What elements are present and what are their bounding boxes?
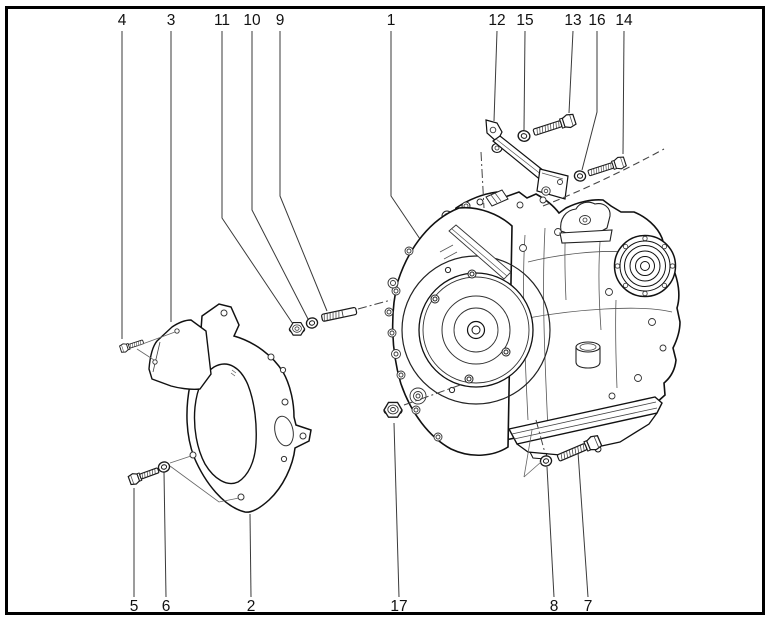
- bracket-position-arc: [542, 148, 665, 207]
- callout-12: 12: [488, 12, 505, 29]
- callout-8: 8: [550, 598, 559, 615]
- callout-7: 7: [584, 598, 593, 615]
- callout-11: 11: [214, 12, 230, 29]
- part-8-washer: [538, 454, 554, 468]
- callout-3: 3: [167, 12, 176, 29]
- callout-2: 2: [247, 598, 256, 615]
- part-9-stud: [321, 306, 358, 322]
- alignment-centerlines: [357, 151, 546, 454]
- part-4-bolt: [118, 337, 145, 354]
- callout-5: 5: [130, 598, 139, 615]
- callout-13: 13: [564, 12, 581, 29]
- callout-14: 14: [615, 12, 633, 29]
- part-12-bracket: [485, 119, 569, 200]
- part-13-bolt: [531, 112, 578, 140]
- part-15-washer: [516, 128, 532, 144]
- part-11-nut: [288, 321, 306, 336]
- part-16-washer: [572, 169, 588, 183]
- part-2-spacer-plate: [186, 303, 312, 513]
- figure-border: [5, 6, 765, 615]
- callout-10: 10: [243, 12, 261, 29]
- leader-lines: [121, 30, 625, 598]
- end-cover: [613, 234, 677, 298]
- part-14-bolt: [586, 155, 628, 180]
- callout-9: 9: [276, 12, 285, 29]
- callout-16: 16: [588, 12, 605, 29]
- part-3-shield-plate: [148, 319, 212, 390]
- part-5-bolt: [127, 464, 161, 487]
- callout-4: 4: [118, 12, 127, 29]
- callout-1: 1: [387, 12, 396, 29]
- callout-6: 6: [162, 598, 171, 615]
- part-17-nut: [383, 401, 403, 418]
- pointer-lines: [136, 331, 542, 503]
- part-1-transaxle-assembly: [384, 189, 681, 460]
- callout-15: 15: [516, 12, 533, 29]
- callout-17: 17: [390, 598, 407, 615]
